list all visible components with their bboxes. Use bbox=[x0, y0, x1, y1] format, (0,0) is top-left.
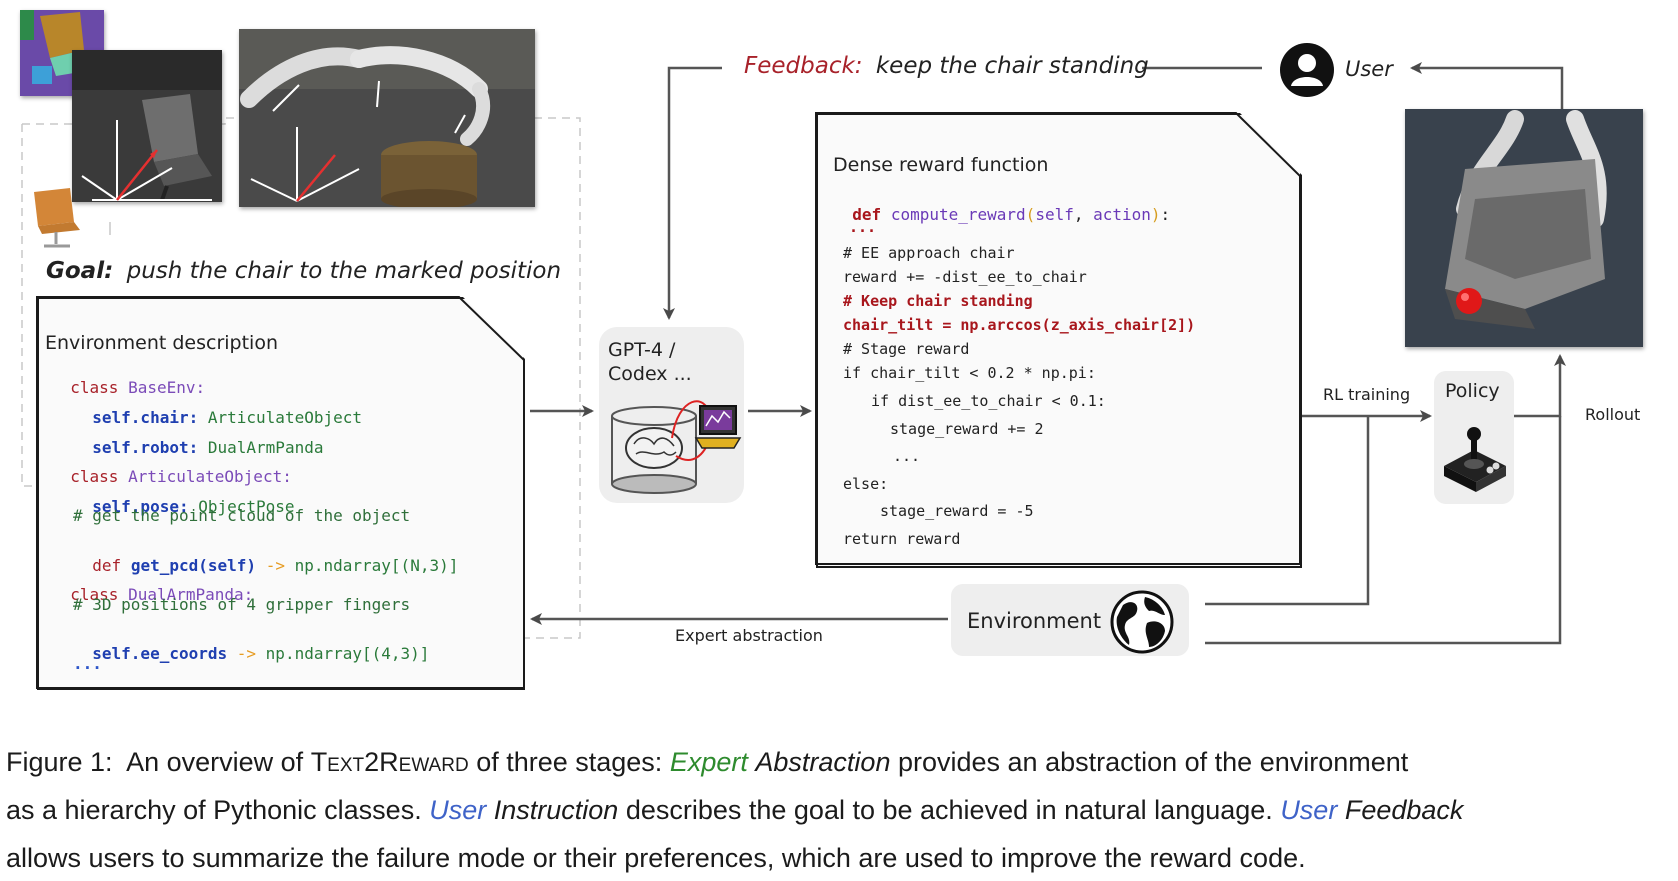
rollout-render-image bbox=[1405, 109, 1643, 347]
env-code-line-10: self.ee_coords -> np.ndarray[(4,3)] bbox=[92, 644, 430, 663]
user-avatar-icon bbox=[1279, 42, 1335, 98]
env-code-line-4: class ArticulateObject: bbox=[70, 467, 292, 486]
figure-caption-line-3: allows users to summarize the failure mo… bbox=[6, 843, 1306, 873]
env-code-line-9: # 3D positions of 4 gripper fingers bbox=[73, 595, 411, 614]
arrow-feedback-to-llm bbox=[663, 66, 722, 320]
env-code-line-3: self.robot: DualArmPanda bbox=[92, 438, 324, 457]
caption-fig-number: Figure 1: bbox=[6, 747, 113, 777]
goal-instruction: Goal: push the chair to the marked posit… bbox=[46, 258, 562, 284]
brain-computer-icon bbox=[606, 386, 742, 498]
env-code-line-6: # get the point cloud of the object bbox=[73, 506, 411, 525]
figure-caption-line-2: as a hierarchy of Pythonic classes. User… bbox=[6, 795, 1464, 825]
goal-label: Goal bbox=[46, 258, 105, 284]
target-chair-icon bbox=[26, 188, 84, 248]
env-code-line-2: self.chair: ArticulateObject bbox=[92, 408, 362, 427]
user-label: User bbox=[1345, 57, 1393, 81]
env-code-line-5: self.pose: ObjectPose bbox=[92, 497, 295, 516]
llm-label-line2: Codex ... bbox=[608, 363, 692, 385]
reward-code-line-3: reward += -dist_ee_to_chair bbox=[843, 268, 1087, 286]
caption-method-name: Text2Reward bbox=[310, 747, 469, 777]
rl-training-label: RL training bbox=[1323, 385, 1411, 404]
reward-code-line-2: # EE approach chair bbox=[843, 244, 1015, 262]
env-desc-title: Environment description bbox=[45, 332, 279, 354]
reward-title: Dense reward function bbox=[833, 154, 1049, 176]
figure-caption-line-1: Figure 1: An overview of Text2Reward of … bbox=[6, 747, 1409, 777]
goal-text: push the chair to the marked position bbox=[126, 258, 562, 284]
reward-code-line-1: ... bbox=[849, 218, 877, 236]
arrow-policy-to-rollout bbox=[1512, 354, 1566, 418]
reward-code-line-12: stage_reward = -5 bbox=[880, 502, 1034, 520]
env-code-line-8: class DualArmPanda: bbox=[70, 585, 254, 604]
policy-label: Policy bbox=[1445, 380, 1500, 402]
rollout-label: Rollout bbox=[1585, 405, 1641, 424]
feedback-instruction: Feedback: keep the chair standing bbox=[744, 53, 1149, 79]
env-code-line-7: def get_pcd(self) -> np.ndarray[(N,3)] bbox=[92, 556, 459, 575]
reward-code-line-13: return reward bbox=[843, 530, 961, 548]
bucket-scene-photo bbox=[239, 29, 535, 207]
reward-code-line-4: # Keep chair standing bbox=[843, 292, 1033, 310]
arrow-rollout-to-user bbox=[1410, 62, 1564, 110]
reward-code-line-9: stage_reward += 2 bbox=[890, 420, 1044, 438]
env-code-line-1: class BaseEnv: bbox=[70, 378, 206, 397]
reward-code-line-11: else: bbox=[843, 475, 889, 493]
reward-code-line-7: if chair_tilt < 0.2 * np.pi: bbox=[843, 364, 1096, 382]
reward-code-line-5: chair_tilt = np.arccos(z_axis_chair[2]) bbox=[843, 316, 1196, 334]
chair-scene-photo bbox=[72, 50, 222, 202]
reward-code-line-10: ... bbox=[893, 447, 921, 465]
llm-label-line1: GPT-4 / bbox=[608, 339, 676, 361]
globe-icon bbox=[1109, 589, 1175, 655]
feedback-text: keep the chair standing bbox=[875, 53, 1149, 79]
reward-code-def: def compute_reward(self, action): bbox=[852, 205, 1171, 224]
joystick-icon bbox=[1436, 420, 1512, 496]
reward-code-line-8: if dist_ee_to_chair < 0.1: bbox=[871, 392, 1106, 410]
reward-code-line-6: # Stage reward bbox=[843, 340, 970, 358]
env-code-line-11: ... bbox=[73, 654, 102, 673]
feedback-label: Feedback bbox=[744, 53, 855, 79]
expert-abstraction-label: Expert abstraction bbox=[675, 626, 823, 645]
environment-label: Environment bbox=[967, 609, 1102, 633]
